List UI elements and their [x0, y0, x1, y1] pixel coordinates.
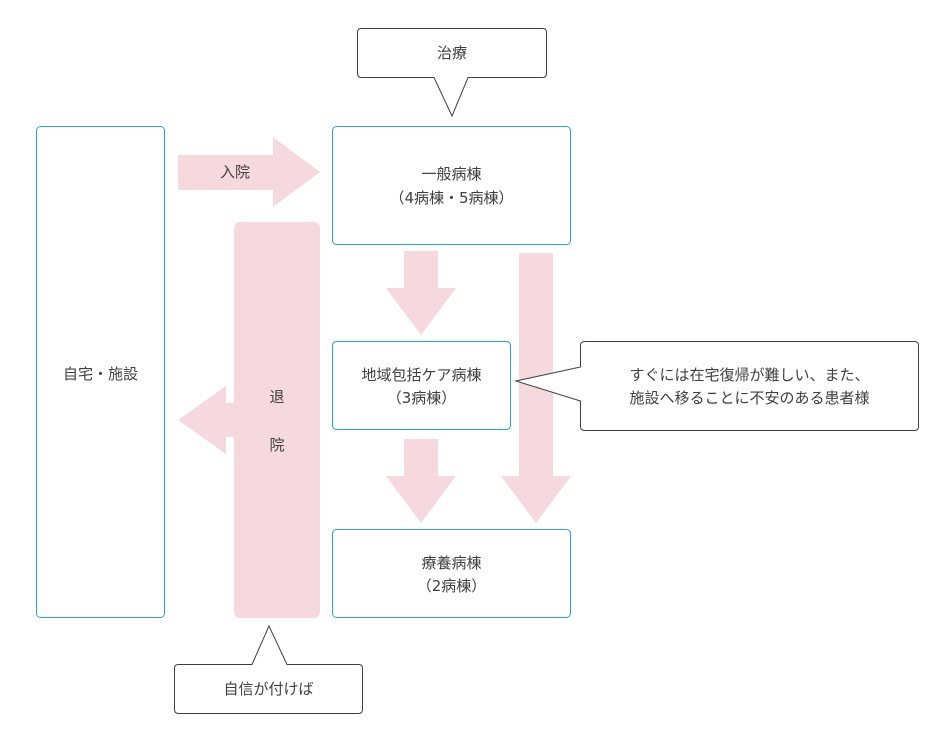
- discharge-band: [234, 222, 320, 618]
- patients-callout-line2: 施設へ移ることに不安のある患者様: [629, 389, 870, 407]
- community-to-longterm-arrow: [386, 439, 456, 523]
- community-ward-box: [332, 341, 511, 430]
- general-ward-name: 一般病棟: [421, 165, 482, 183]
- confidence-callout: [174, 624, 363, 714]
- general-to-longterm-arrow: [501, 253, 571, 523]
- admission-arrow: [178, 137, 320, 207]
- home-label: 自宅・施設: [62, 365, 138, 383]
- community-ward-name: 地域包括ケア病棟: [361, 366, 482, 384]
- home-box: [36, 126, 165, 618]
- patients-callout: [514, 341, 919, 431]
- patients-callout-line1: すぐには在宅復帰が難しい、また、: [629, 366, 870, 384]
- treatment-label: 治療: [436, 44, 467, 62]
- general-to-community-arrow: [386, 251, 456, 335]
- discharge-label-char1: 退: [269, 388, 285, 406]
- general-ward-units: （4病棟・5病棟）: [389, 189, 514, 207]
- longterm-ward-box: [332, 529, 571, 618]
- community-ward-units: （3病棟）: [386, 389, 457, 407]
- admission-label: 入院: [219, 163, 250, 181]
- longterm-ward-units: （2病棟）: [416, 577, 487, 595]
- discharge-label-char2: 院: [269, 436, 285, 454]
- discharge-arrow-head: [178, 386, 236, 454]
- confidence-label: 自信が付けば: [223, 680, 314, 698]
- treatment-callout: [357, 28, 547, 118]
- longterm-ward-name: 療養病棟: [421, 554, 482, 572]
- general-ward-box: [332, 126, 571, 245]
